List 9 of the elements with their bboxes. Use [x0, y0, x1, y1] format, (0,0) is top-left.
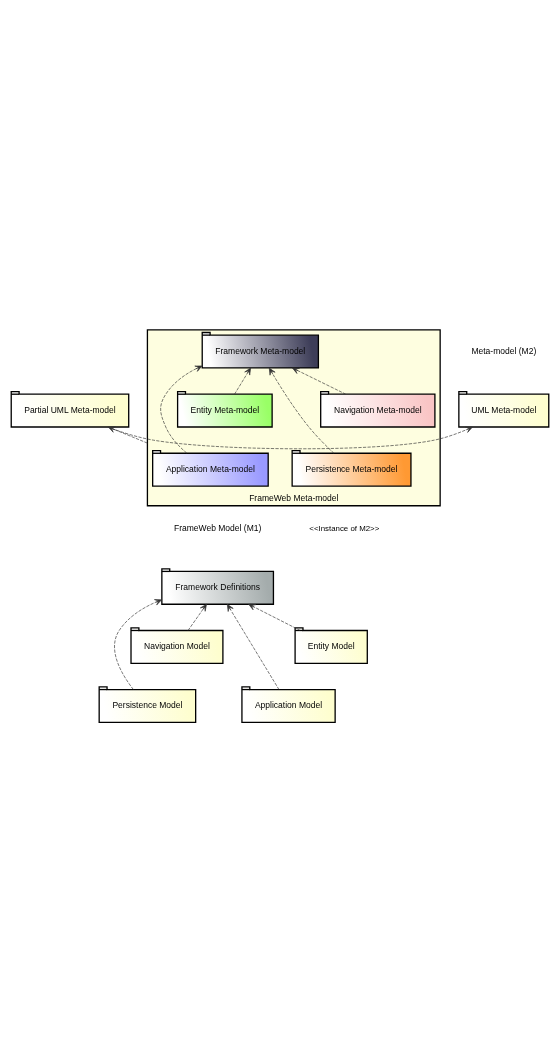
arrow [187, 603, 207, 631]
arrow [107, 426, 473, 450]
arrow [160, 365, 203, 454]
label: FrameWeb Model (M1) [173, 522, 262, 533]
arrow [248, 603, 301, 631]
arrow [114, 599, 162, 690]
label: Meta-model (M2) [471, 345, 537, 356]
arrow [234, 367, 251, 395]
arrow [107, 426, 148, 444]
